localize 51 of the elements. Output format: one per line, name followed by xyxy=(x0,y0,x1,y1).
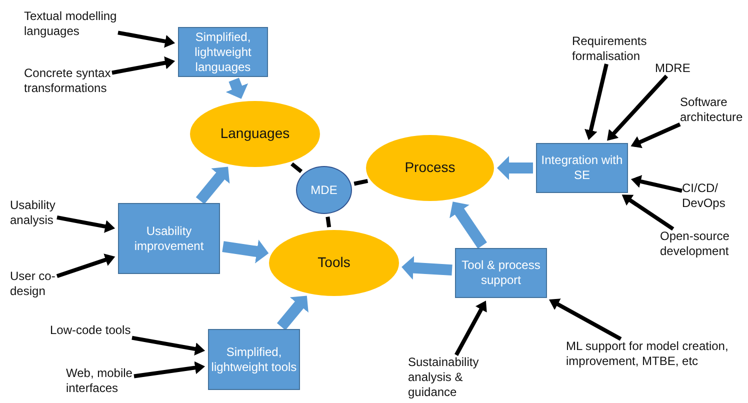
topic-label: Low-code tools xyxy=(50,323,132,338)
arrow xyxy=(112,56,176,75)
arrow xyxy=(56,215,116,233)
topic-label: Open-source development xyxy=(660,229,731,259)
topic-label: Requirements formalisation xyxy=(572,34,648,64)
block-arrow xyxy=(226,78,248,99)
topic-label: CI/CD/ DevOps xyxy=(682,181,727,211)
block-arrow xyxy=(402,256,452,280)
topic-box xyxy=(208,329,300,390)
topic-box xyxy=(536,143,628,193)
arrow xyxy=(56,254,116,278)
node-label: MDE xyxy=(310,182,338,198)
topic-label: Textual modelling languages xyxy=(24,9,118,39)
node-label: Tools xyxy=(318,254,350,272)
connector-line xyxy=(326,216,332,228)
block-arrow xyxy=(222,240,269,264)
arrow xyxy=(584,64,608,140)
arrow xyxy=(132,336,206,356)
arrow xyxy=(630,122,681,148)
arrow xyxy=(630,175,682,193)
topic-box xyxy=(178,27,268,77)
arrow xyxy=(622,194,674,231)
connector-line xyxy=(290,162,303,174)
node-label: Process xyxy=(404,159,456,177)
connector-line xyxy=(354,178,368,186)
topic-label: MDRE xyxy=(655,61,692,76)
node-label: Simplified, lightweight tools xyxy=(210,344,298,374)
topic-box xyxy=(455,248,547,298)
topic-label: Web, mobile interfaces xyxy=(66,366,134,396)
topic-label: Sustainability analysis & guidance xyxy=(408,355,480,400)
node-label: Integration with SE xyxy=(540,153,624,183)
core-circle xyxy=(296,166,352,214)
topic-box xyxy=(118,203,220,274)
arrow xyxy=(134,361,206,378)
block-arrow xyxy=(196,166,230,204)
arrow xyxy=(454,300,487,356)
topic-label: Usability analysis xyxy=(10,198,57,228)
node-label: Simplified, lightweight languages xyxy=(194,30,252,74)
block-arrow xyxy=(276,296,308,330)
topic-label: User co-design xyxy=(10,269,57,299)
node-label: Languages xyxy=(220,125,290,143)
topic-label: Software architecture xyxy=(680,95,744,125)
block-arrow xyxy=(497,156,533,180)
node-label: Usability improvement xyxy=(133,224,205,254)
arrow xyxy=(549,298,622,341)
arrow xyxy=(118,30,176,48)
node-label: Tool & process support xyxy=(460,258,542,288)
topic-label: ML support for model creation, improvement, MTBE, etc xyxy=(566,339,730,369)
block-arrow xyxy=(450,202,487,249)
topic-label: Concrete syntax transformations xyxy=(24,66,112,96)
arrow xyxy=(607,74,668,141)
